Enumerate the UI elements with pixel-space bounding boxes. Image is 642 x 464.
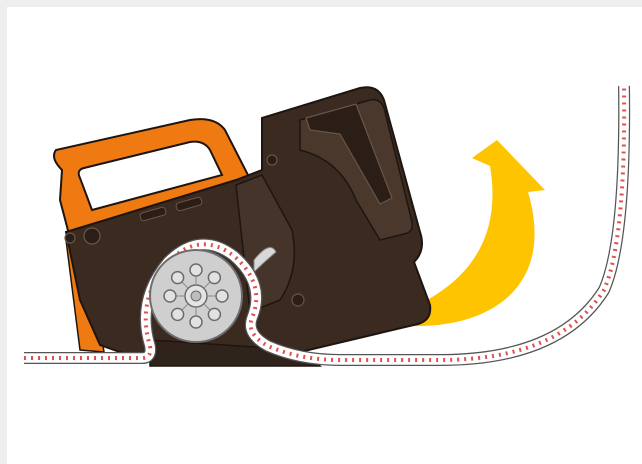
gear-roller-icon: [150, 250, 242, 342]
